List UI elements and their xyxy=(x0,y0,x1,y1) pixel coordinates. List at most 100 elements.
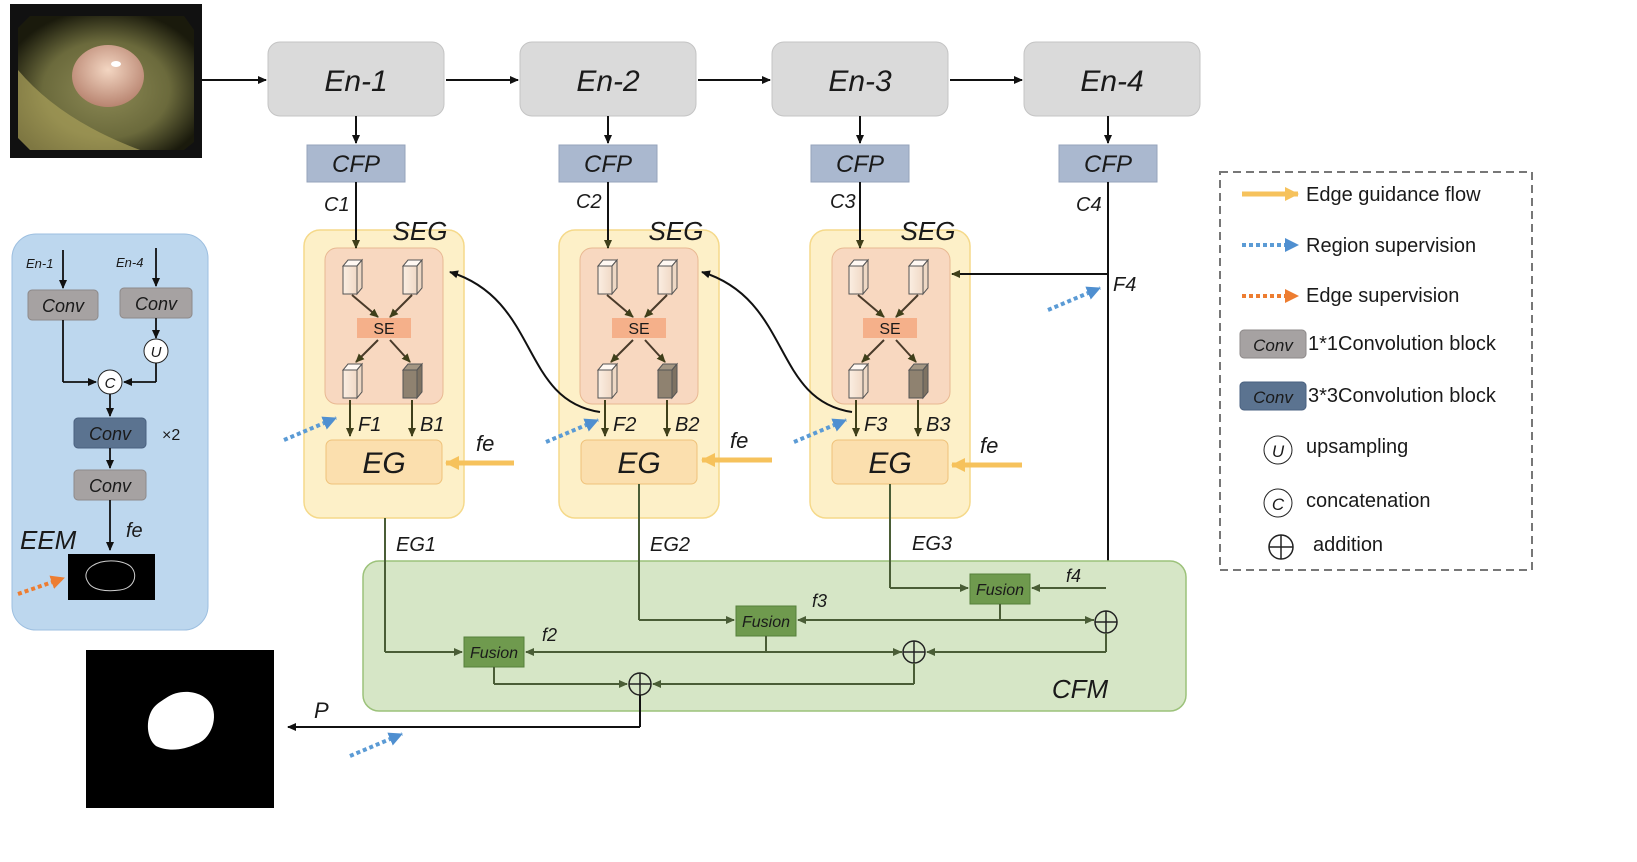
addition-icon xyxy=(1094,610,1118,634)
eg-output-3: EG3 xyxy=(912,533,952,555)
eem-panel: En-1 En-4 Conv Conv U C Conv ×2 Conv fe … xyxy=(11,233,209,631)
eem-concat-symbol: C xyxy=(105,375,116,392)
cfp-row: CFP CFP CFP CFP C1 C2 C3 C4 xyxy=(306,116,1158,216)
cfp-block-4 xyxy=(1058,144,1158,183)
eem-conv-label: Conv xyxy=(89,424,132,444)
eem-conv-label: Conv xyxy=(89,476,132,496)
eem-title: EEM xyxy=(20,525,77,555)
b-label-1: B1 xyxy=(420,414,444,436)
cfp-output-c1: C1 xyxy=(324,194,350,216)
eg-label-1: EG xyxy=(362,447,405,480)
seg-label-3: SEG xyxy=(901,216,956,246)
f-label-3: F3 xyxy=(864,414,887,436)
cfp-block-3 xyxy=(810,144,910,183)
fe-label-1: fe xyxy=(476,431,494,456)
legend-conv-1x1: 1*1Convolution block xyxy=(1308,333,1497,355)
fe-label-3: fe xyxy=(980,433,998,458)
output-path: P xyxy=(287,695,641,758)
legend-upsampling-symbol: U xyxy=(1272,442,1285,461)
f4-label: F4 xyxy=(1113,274,1136,296)
c4-path: F4 xyxy=(951,182,1136,609)
legend-conv-symbol-1: Conv xyxy=(1253,336,1294,355)
b-label-2: B2 xyxy=(675,414,699,436)
background-cube-icon xyxy=(907,362,930,400)
addition-icon xyxy=(628,672,652,696)
se-label-3: SE xyxy=(879,321,900,338)
addition-circle-icon xyxy=(1268,534,1294,560)
encoder-block-4 xyxy=(1023,41,1201,117)
input-colonoscopy-image xyxy=(10,4,202,158)
feature-cube-icon xyxy=(907,258,930,296)
cfp-label-4: CFP xyxy=(1084,151,1132,178)
eg-block-1 xyxy=(325,439,443,485)
eg-output-2: EG2 xyxy=(650,534,690,556)
encoder-label-3: En-3 xyxy=(828,65,892,98)
cfp-output-c3: C3 xyxy=(830,191,856,213)
feature-cube-icon xyxy=(401,258,424,296)
feature-cube-icon xyxy=(656,258,679,296)
feature-cube-icon xyxy=(847,362,870,400)
eem-upsampling-symbol: U xyxy=(151,344,162,361)
feature-cube-icon xyxy=(596,362,619,400)
seg-label-1: SEG xyxy=(393,216,448,246)
legend-upsampling: upsampling xyxy=(1306,436,1408,458)
legend-concat-symbol: C xyxy=(1272,495,1285,514)
se-block-1 xyxy=(357,318,411,338)
cfp-label-1: CFP xyxy=(332,151,380,178)
fusion-block-1 xyxy=(463,636,525,668)
background-cube-icon xyxy=(656,362,679,400)
b-label-3: B3 xyxy=(926,414,950,436)
legend-conv-3x3: 3*3Convolution block xyxy=(1308,385,1497,407)
f-label-1: F1 xyxy=(358,414,381,436)
feature-cube-icon xyxy=(847,258,870,296)
region-supervision-arrow xyxy=(349,732,403,758)
fusion-f2-label: f2 xyxy=(542,625,557,645)
se-label-1: SE xyxy=(373,321,394,338)
p-label: P xyxy=(314,698,329,723)
encoder-label-2: En-2 xyxy=(576,65,640,98)
cfm-label: CFM xyxy=(1052,674,1109,704)
addition-icon xyxy=(902,640,926,664)
fusion-block-2 xyxy=(735,605,797,637)
seg-block-1: SEG SE F1 B1 xyxy=(283,182,514,519)
legend-concatenation: concatenation xyxy=(1306,490,1431,512)
region-supervision-arrow xyxy=(793,418,847,444)
eem-conv-label: Conv xyxy=(42,296,85,316)
fusion-f3-label: f3 xyxy=(812,591,827,611)
region-supervision-arrow xyxy=(545,418,599,444)
f-label-2: F2 xyxy=(613,414,636,436)
eem-input-en4: En-4 xyxy=(116,255,143,270)
legend: Edge guidance flow Region supervision Ed… xyxy=(1219,171,1533,571)
encoder-label-1: En-1 xyxy=(324,65,387,98)
fe-label-2: fe xyxy=(730,428,748,453)
fusion-label-3: Fusion xyxy=(976,582,1024,599)
eg-output-1: EG1 xyxy=(396,534,436,556)
cfp-label-2: CFP xyxy=(584,151,632,178)
fusion-label-2: Fusion xyxy=(742,614,790,631)
se-block-2 xyxy=(612,318,666,338)
output-mask-image xyxy=(86,650,274,808)
cfm-module: CFM EG1 EG2 EG3 Fusion Fusion Fusion xyxy=(362,484,1187,712)
se-label-2: SE xyxy=(628,321,649,338)
encoder-row: En-1 En-2 En-3 En-4 xyxy=(267,41,1201,117)
seg-block-3: SEG SE F3 B3 xyxy=(701,182,1022,519)
eem-conv-label: Conv xyxy=(135,294,178,314)
edge-supervision-arrow xyxy=(17,575,65,596)
region-supervision-arrow xyxy=(1047,286,1101,312)
legend-addition: addition xyxy=(1313,534,1383,556)
legend-conv-symbol-2: Conv xyxy=(1253,388,1294,407)
cfp-block-2 xyxy=(558,144,658,183)
upsampling-circle-icon xyxy=(1263,435,1293,465)
eem-output-fe: fe xyxy=(126,520,143,542)
feature-cube-icon xyxy=(341,258,364,296)
eem-times2: ×2 xyxy=(162,427,180,444)
encoder-label-4: En-4 xyxy=(1080,65,1143,98)
region-supervision-arrow xyxy=(283,416,337,442)
cfp-output-c2: C2 xyxy=(576,191,602,213)
feature-cube-icon xyxy=(341,362,364,400)
background-cube-icon xyxy=(401,362,424,400)
fusion-f4-label: f4 xyxy=(1066,566,1081,586)
cfp-label-3: CFP xyxy=(836,151,884,178)
legend-edge-supervision: Edge supervision xyxy=(1306,285,1459,307)
